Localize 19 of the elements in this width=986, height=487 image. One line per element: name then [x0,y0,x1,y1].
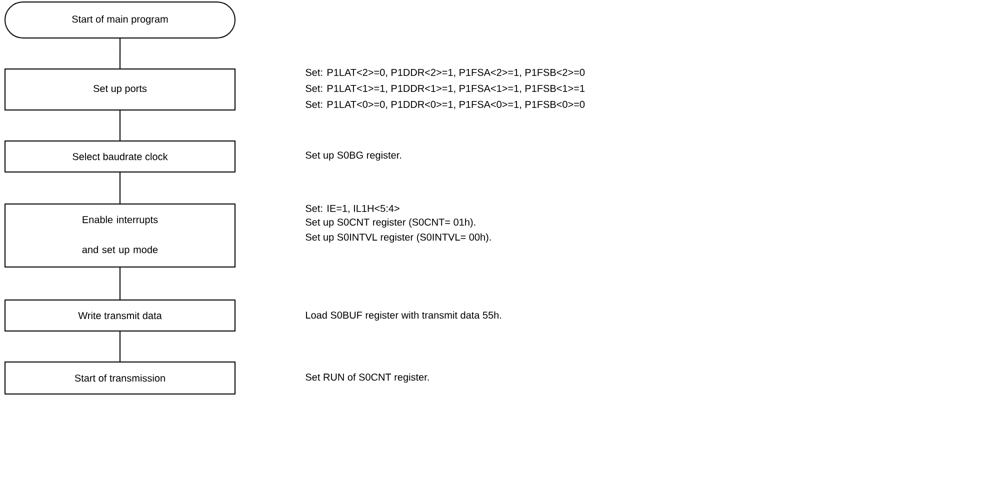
note-text: Set: P1LAT<0>=0, P1DDR<0>=1, P1FSA<0>=1, P1FSB<0>=0 [306,100,585,110]
connector-line [120,266,121,300]
process-box: Set up ports [4,68,236,110]
note-text: Set up S0CNT register (S0CNT= 01h). [306,218,476,228]
connector-line [120,38,121,69]
note-text: Set RUN of S0CNT register. [306,373,429,383]
connector-line [120,172,121,204]
process-box: Write transmit data [4,299,236,332]
process-box: Start of transmission [4,361,236,394]
connector-line [120,110,121,141]
connector-line [120,330,121,362]
process-box: Enable interrupts and set up mode [4,204,236,268]
note-text: Set up S0INTVL register (S0INTVL= 00h). [306,233,491,243]
note-text: Set: IE=1, IL1H<5:4> [306,204,400,214]
note-text: Load S0BUF register with transmit data 55h. [306,311,502,321]
note-text: Set: P1LAT<1>=1, P1DDR<1>=1, P1FSA<1>=1, P1FSB<1>=1 [306,84,585,94]
note-text: Set: P1LAT<2>=0, P1DDR<2>=1, P1FSA<2>=1, P1FSB<2>=0 [306,68,585,78]
process-box: Select baudrate clock [4,140,236,172]
note-text: Set up S0BG register. [306,151,401,161]
